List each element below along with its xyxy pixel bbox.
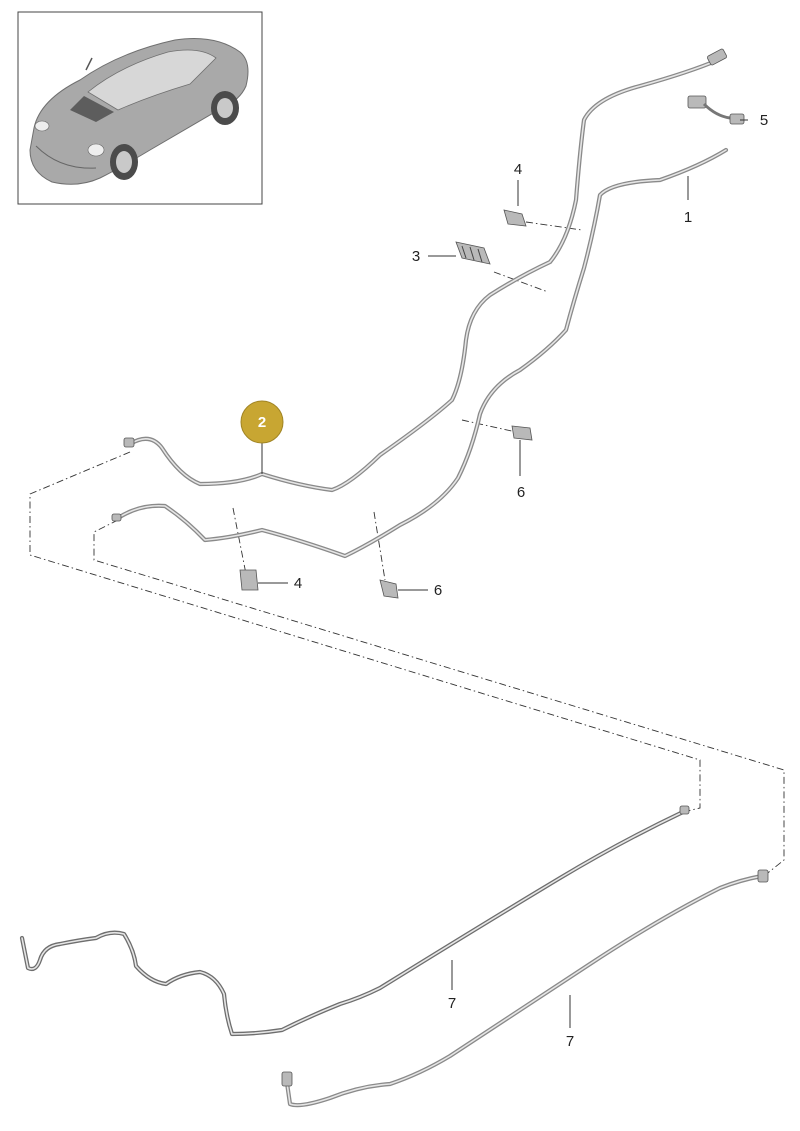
callout-3: 3 (412, 248, 420, 265)
callout-2: 2 (258, 414, 266, 431)
callout-6-bottom: 6 (434, 582, 442, 599)
car-thumbnail-icon (29, 38, 249, 185)
connector-part-5 (687, 95, 745, 125)
leader-lines (258, 119, 748, 1028)
clip-part-4-bottom (239, 569, 259, 591)
brake-line-pipe-7a (19, 809, 686, 1037)
clip-part-4-top (503, 209, 527, 227)
callout-5: 5 (760, 112, 768, 129)
callout-7-left: 7 (448, 995, 456, 1012)
callout-4-bottom: 4 (294, 575, 302, 592)
callout-7-right: 7 (566, 1033, 574, 1050)
callout-1: 1 (684, 209, 692, 226)
connector-part-top (111, 48, 727, 522)
callout-6-right: 6 (517, 484, 525, 501)
clip-part-6-bottom (379, 579, 399, 599)
car-thumbnail (17, 11, 263, 205)
connection-lines (29, 221, 785, 877)
brake-line-pipe-2 (127, 57, 721, 493)
clip-part-3 (455, 241, 491, 265)
highlight-badge-2[interactable]: 2 (240, 400, 284, 444)
clip-part-6-right (511, 425, 533, 441)
callout-4-top: 4 (514, 161, 522, 178)
connector-part-bottom (281, 805, 769, 1087)
brake-line-pipe-1 (115, 147, 729, 559)
brake-line-pipe-7b (283, 873, 765, 1108)
